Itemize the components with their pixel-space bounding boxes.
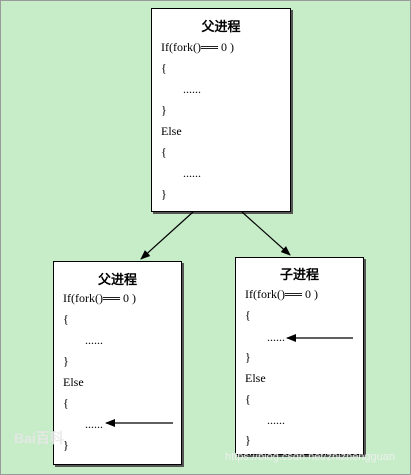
parent-process-box: 父进程 If(fork()══ 0 ) { ...... } Else { ..… bbox=[151, 8, 291, 212]
code-line-close-brace: } bbox=[161, 103, 167, 117]
child-process-title: 子进程 bbox=[279, 267, 319, 282]
baike-watermark: Bai百科 bbox=[14, 430, 64, 446]
code-line-if: If(fork()══ 0 ) bbox=[161, 40, 234, 54]
child-process-box: 子进程 If(fork()══ 0 ) { ...... } Else { ..… bbox=[235, 257, 364, 455]
code-line-open-brace: { bbox=[245, 308, 251, 322]
parent-process-title: 父进程 bbox=[201, 19, 241, 34]
code-line-ellipsis: ...... bbox=[183, 82, 201, 96]
code-line-ellipsis: ...... bbox=[267, 330, 285, 344]
code-line-ellipsis: ...... bbox=[85, 417, 103, 431]
code-line-open-brace: { bbox=[63, 312, 69, 326]
code-line-close-brace: } bbox=[63, 354, 69, 368]
fork-arrow-right bbox=[241, 211, 291, 256]
code-line-open-brace: { bbox=[161, 145, 167, 159]
code-line-else: Else bbox=[245, 371, 266, 385]
code-line-if: If(fork()══ 0 ) bbox=[63, 291, 136, 305]
code-line-close-brace: } bbox=[245, 350, 251, 364]
fork-arrow-left bbox=[140, 211, 194, 260]
csdn-watermark: https://blog.csdn.net/zhizhengguan bbox=[225, 451, 396, 463]
code-line-close-brace: } bbox=[63, 438, 69, 452]
code-line-ellipsis: ...... bbox=[183, 166, 201, 180]
left-process-title: 父进程 bbox=[97, 272, 137, 287]
code-line-if: If(fork()══ 0 ) bbox=[245, 287, 318, 301]
code-line-else: Else bbox=[63, 375, 84, 389]
code-line-open-brace: { bbox=[245, 392, 251, 406]
code-line-close-brace: } bbox=[245, 433, 251, 447]
code-line-ellipsis: ...... bbox=[85, 333, 103, 347]
code-line-open-brace: { bbox=[161, 61, 167, 75]
code-line-close-brace: } bbox=[161, 187, 167, 201]
code-line-ellipsis: ...... bbox=[267, 413, 285, 427]
code-line-open-brace: { bbox=[63, 396, 69, 410]
left-process-box: 父进程 If(fork()══ 0 ) { ...... } Else { ..… bbox=[53, 261, 182, 465]
code-line-else: Else bbox=[161, 124, 182, 138]
